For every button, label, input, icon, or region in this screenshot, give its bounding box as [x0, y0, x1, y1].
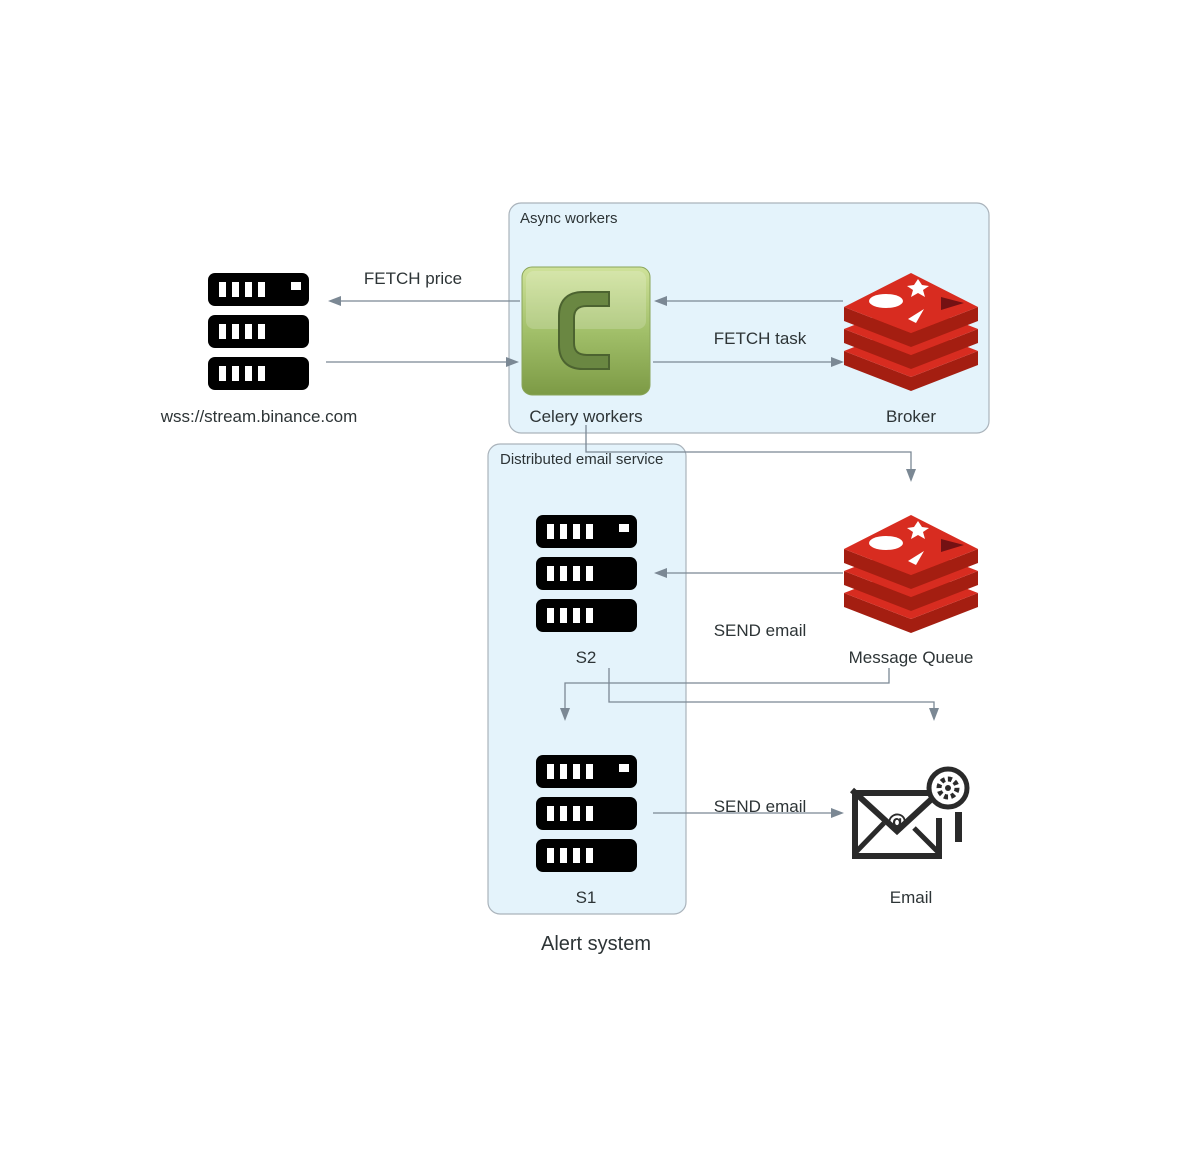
server-icon	[536, 755, 637, 872]
node-label-binance: wss://stream.binance.com	[160, 407, 358, 426]
cluster-email-service-label: Distributed email service	[500, 451, 663, 468]
celery-icon	[521, 266, 651, 396]
node-label-email: Email	[890, 888, 933, 907]
cluster-async-label: Async workers	[520, 210, 618, 227]
server-icon	[536, 515, 637, 632]
edge-celery-to-queue	[585, 425, 912, 470]
node-label-broker: Broker	[886, 407, 936, 426]
email-gear-icon: @	[849, 766, 970, 859]
edge-s2-to-email	[608, 668, 935, 709]
edge-queue-to-s1	[564, 668, 890, 709]
svg-text:@: @	[887, 809, 907, 833]
node-label-s2: S2	[576, 648, 597, 667]
edge-label-fetch-price: FETCH price	[364, 269, 462, 288]
diagram-title: Alert system	[541, 933, 651, 955]
server-icon	[208, 273, 309, 390]
edge-label-send-email-queue: SEND email	[714, 621, 807, 640]
node-label-celery: Celery workers	[529, 407, 642, 426]
node-label-message-queue: Message Queue	[849, 648, 974, 667]
node-label-s1: S1	[576, 888, 597, 907]
edge-label-fetch-task: FETCH task	[714, 329, 807, 348]
redis-icon	[844, 515, 978, 633]
edge-label-send-email-s1: SEND email	[714, 797, 807, 816]
